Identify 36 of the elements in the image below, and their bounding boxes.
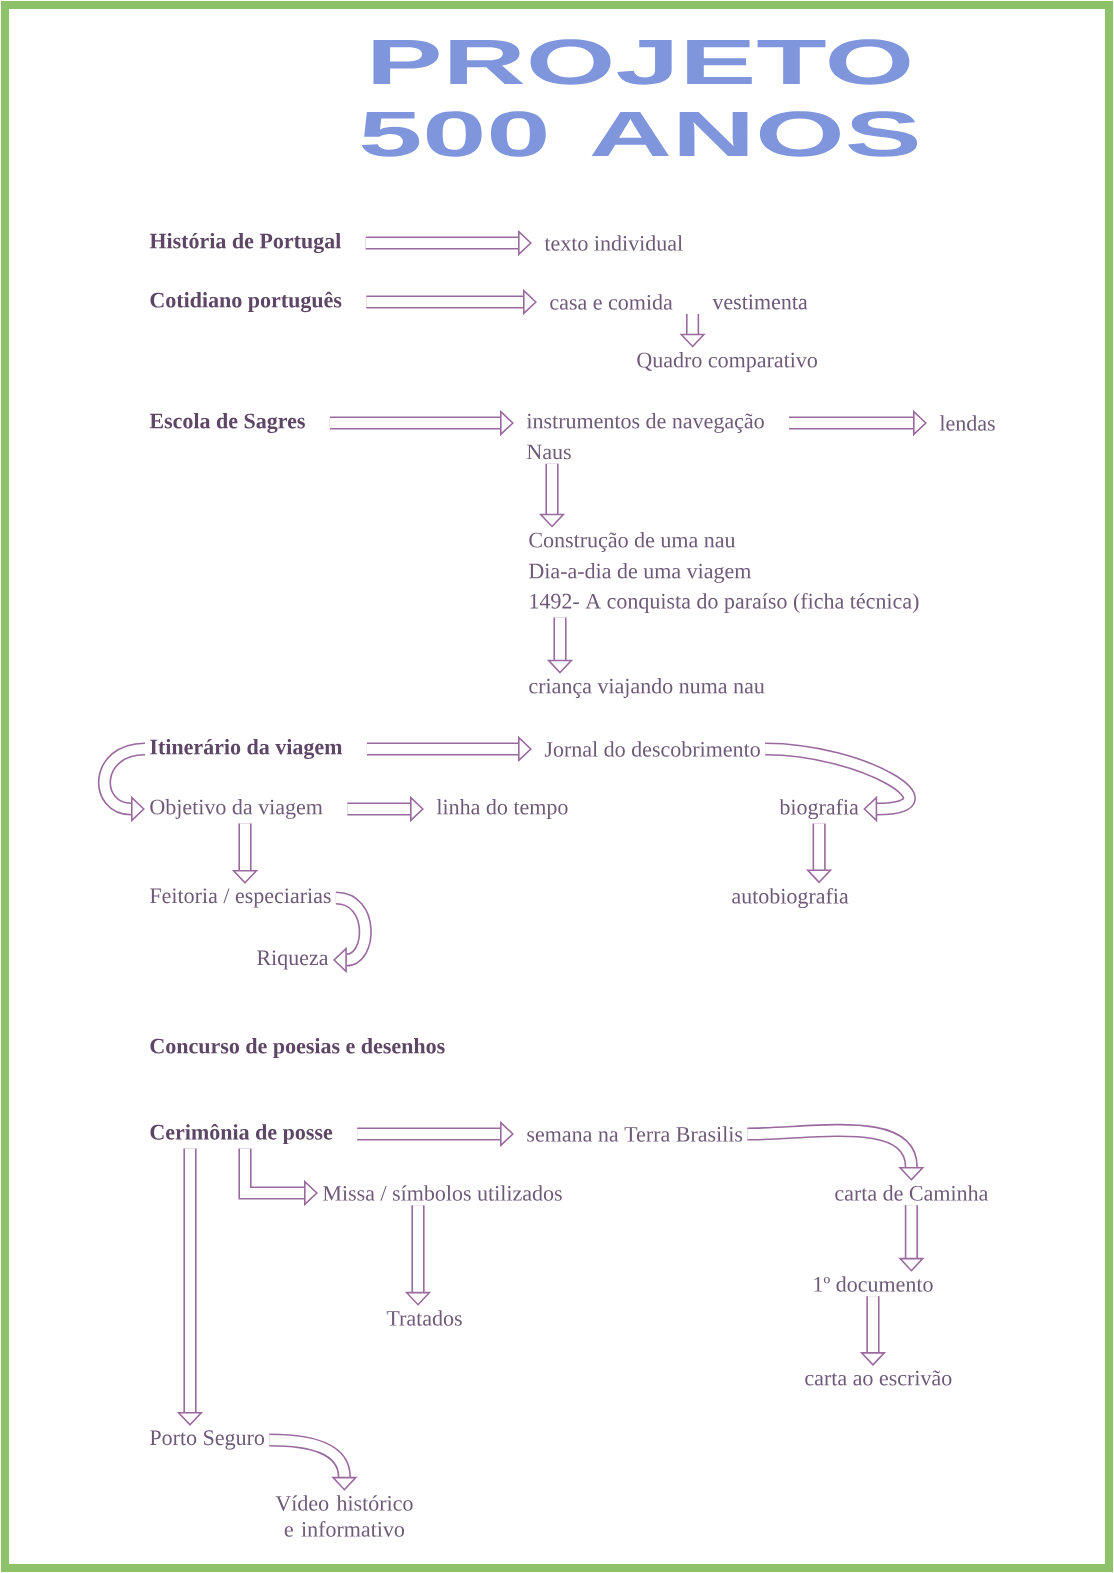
text-label: 1492- A conquista do paraíso (ficha técnica) bbox=[530, 592, 919, 614]
text-label: Feitoria / especiarias bbox=[150, 888, 331, 908]
text-label: biografia bbox=[779, 798, 859, 820]
text-label: Construção de uma nau bbox=[529, 532, 736, 552]
text-label: Objetivo da viagem bbox=[150, 799, 323, 819]
block-arrow bbox=[269, 1433, 358, 1491]
text-label: Concurso de poesias e desenhos bbox=[150, 1038, 445, 1058]
text-label: Vídeo histórico e informativo bbox=[275, 1495, 413, 1537]
text-label: Jornal do descobrimento bbox=[544, 741, 760, 757]
text-label: Riqueza bbox=[257, 950, 329, 970]
text-label: Quadro comparativo bbox=[637, 352, 818, 372]
text-label: lendas bbox=[939, 415, 995, 431]
text-label: vestimenta bbox=[712, 294, 808, 310]
text-label: Cotidiano português bbox=[150, 291, 342, 313]
text-label: casa e comida bbox=[550, 294, 673, 310]
block-arrow bbox=[747, 1123, 925, 1181]
text-label: linha do tempo bbox=[436, 799, 568, 819]
text-label: instrumentos de navegação bbox=[526, 413, 764, 433]
text-label: Naus bbox=[527, 444, 571, 460]
text-label: Dia-a-dia de uma viagem bbox=[529, 563, 752, 583]
text-label: Escola de Sagres bbox=[149, 412, 305, 434]
text-label: carta ao escrivão bbox=[805, 1370, 952, 1386]
text-label: Missa / símbolos utilizados bbox=[323, 1185, 562, 1201]
text-label: 1º documento bbox=[814, 1276, 933, 1292]
text-label: Cerimônia de posse bbox=[150, 1123, 333, 1145]
text-label: Itinerário da viagem bbox=[150, 738, 343, 760]
block-arrow bbox=[764, 742, 916, 823]
text-label: semana na Terra Brasilis bbox=[527, 1126, 743, 1142]
text-label: carta de Caminha bbox=[835, 1185, 989, 1201]
text-label: texto individual bbox=[544, 235, 683, 251]
text-label: Porto Seguro bbox=[150, 1430, 265, 1450]
text-label: autobiografia bbox=[732, 887, 849, 909]
text-label: criança viajando numa nau bbox=[529, 678, 765, 698]
text-label: História de Portugal bbox=[149, 232, 341, 254]
title: PROJETO 500 ANOS bbox=[361, 39, 918, 157]
text-label: Tratados bbox=[386, 1310, 462, 1326]
